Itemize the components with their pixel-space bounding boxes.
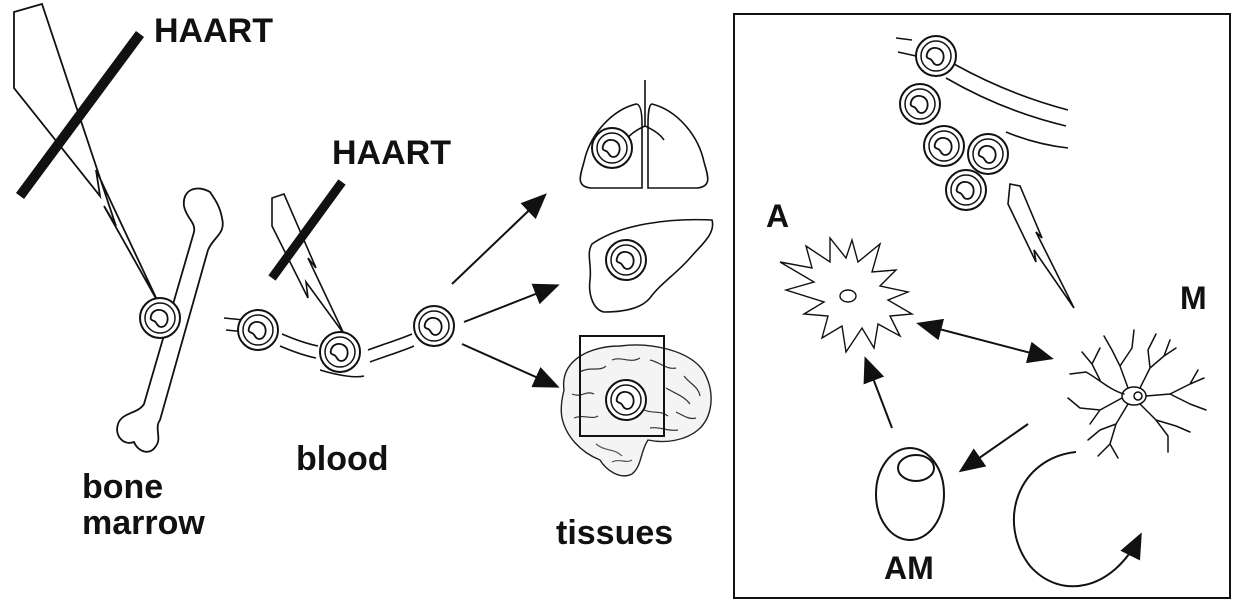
- monocyte-liver: [606, 240, 646, 280]
- label-tissues: tissues: [556, 516, 673, 552]
- monocyte-blood-2: [320, 332, 360, 372]
- arrow-microglia-to-am: [962, 424, 1028, 470]
- monocyte-cns-5: [946, 170, 986, 210]
- label-astrocyte-a: A: [766, 200, 789, 234]
- arrow-microglia-self-loop: [1014, 452, 1140, 586]
- label-bone-marrow: bone marrow: [82, 470, 205, 541]
- monocyte-lung: [592, 128, 632, 168]
- monocyte-blood-3: [414, 306, 454, 346]
- arrow-astrocyte-microglia: [920, 324, 1050, 358]
- arrow-to-liver: [464, 286, 556, 322]
- arrow-am-to-astrocyte: [866, 360, 892, 428]
- cns-panel-frame: [734, 14, 1230, 598]
- monocyte-blood-1: [238, 310, 278, 350]
- astrocyte-cell: [780, 238, 912, 352]
- monocyte-bone-marrow: [140, 298, 180, 338]
- label-am: AM: [884, 552, 934, 586]
- label-blood: blood: [296, 442, 389, 478]
- monocyte-brain: [606, 380, 646, 420]
- lightning-bolt-cns: [1008, 184, 1074, 308]
- lightning-bolt-bone: [14, 4, 158, 302]
- microglia-cell: [1068, 330, 1206, 458]
- monocyte-cns-3: [924, 126, 964, 166]
- label-haart-blood: HAART: [332, 136, 451, 172]
- label-haart-top: HAART: [154, 14, 273, 50]
- label-microglia-m: M: [1180, 282, 1207, 316]
- arrow-to-brain: [462, 344, 556, 386]
- arrow-to-lung: [452, 196, 544, 284]
- activated-macrophage-cell: [876, 448, 944, 540]
- monocyte-cns-1: [916, 36, 956, 76]
- monocyte-cns-4: [968, 134, 1008, 174]
- monocyte-cns-2: [900, 84, 940, 124]
